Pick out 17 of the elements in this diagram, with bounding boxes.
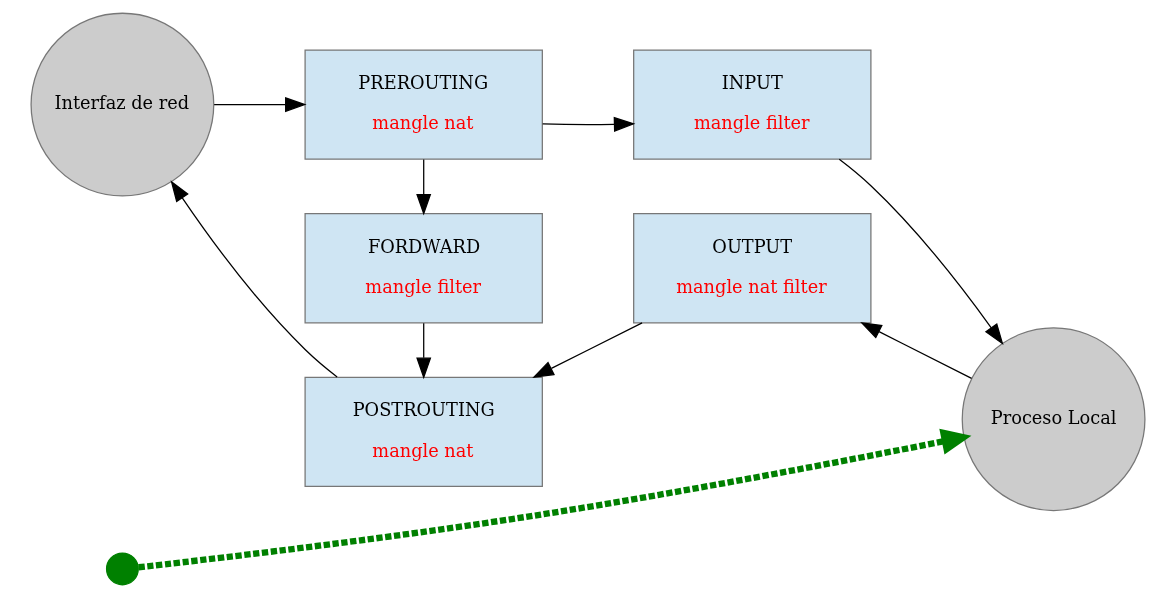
node-box: POSTROUTING mangle nat — [304, 376, 543, 488]
node-box: OUTPUT mangle nat filter — [633, 213, 872, 324]
arrow — [838, 158, 1004, 345]
node-circle: Interfaz de red — [30, 12, 215, 197]
arrow — [416, 158, 432, 216]
arrow — [542, 116, 636, 132]
arrow — [532, 322, 643, 379]
arrow — [138, 428, 972, 571]
node-circle — [105, 552, 139, 586]
node-circle: Proceso Local — [961, 327, 1146, 512]
node-box: INPUT mangle filter — [633, 49, 872, 160]
arrow — [416, 322, 432, 380]
arrow — [170, 180, 338, 378]
arrow — [213, 97, 307, 113]
node-box: PREROUTING mangle nat — [304, 49, 543, 160]
arrow — [860, 322, 973, 380]
node-box: FORDWARD mangle filter — [304, 213, 543, 324]
